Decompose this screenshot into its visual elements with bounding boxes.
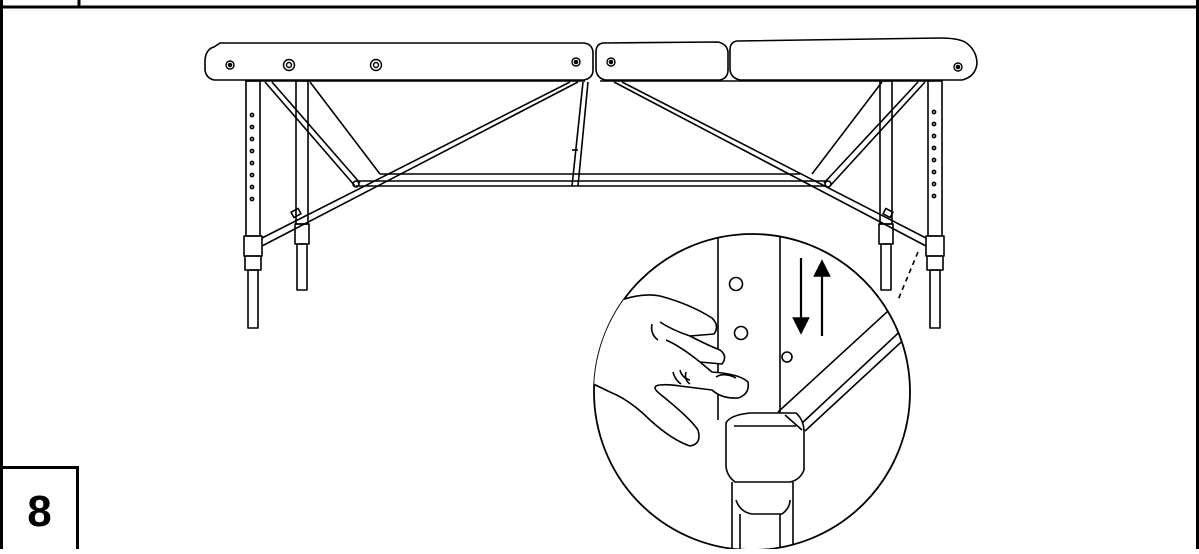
- step-number-box: 8: [0, 466, 79, 549]
- massage-table: [204, 37, 978, 329]
- detail-callout: [593, 233, 911, 551]
- tabletop-section-right: [729, 37, 978, 81]
- tabletop-section-left: [204, 42, 594, 81]
- step-number: 8: [27, 487, 52, 536]
- frame-bracing: [261, 81, 927, 247]
- callout-pointer: [897, 251, 919, 301]
- hand-illustration: [594, 294, 750, 447]
- tabletop-section-middle: [595, 41, 729, 81]
- left-legs: [243, 80, 310, 329]
- tabletop-screws: [225, 57, 963, 72]
- adjust-arrows: [792, 258, 831, 336]
- right-legs: [878, 80, 945, 329]
